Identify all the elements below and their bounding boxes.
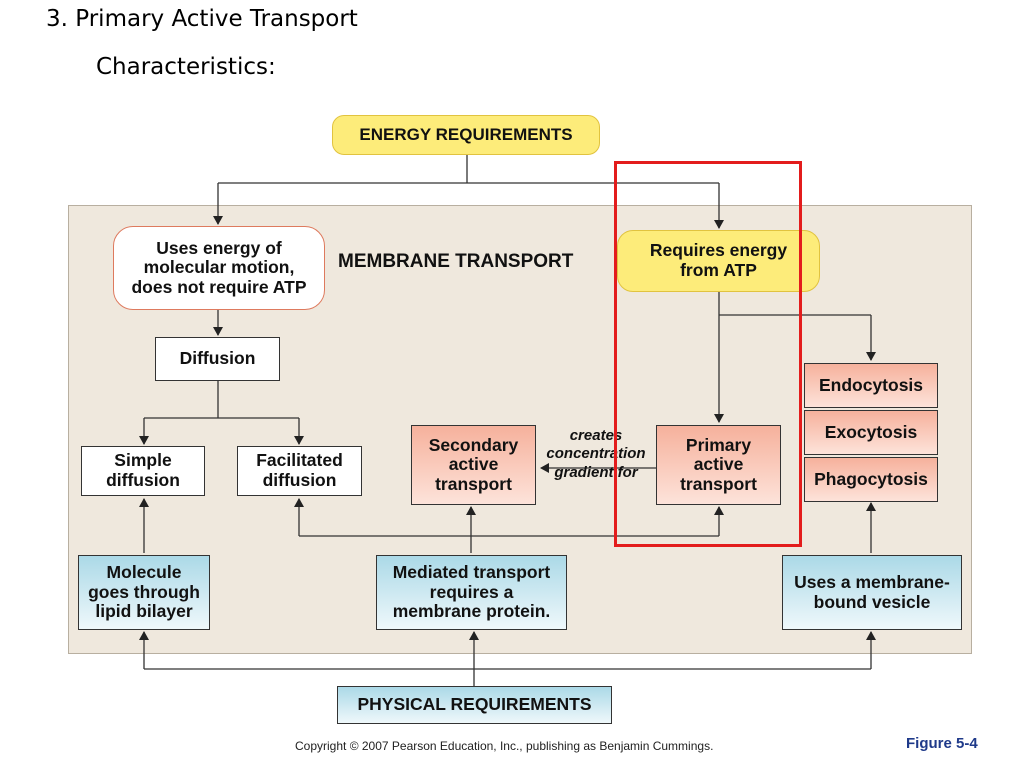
membrane-vesicle-box: Uses a membrane-bound vesicle <box>782 555 962 630</box>
copyright-text: Copyright © 2007 Pearson Education, Inc.… <box>295 739 714 753</box>
exocytosis-box: Exocytosis <box>804 410 938 455</box>
membrane-transport-label: MEMBRANE TRANSPORT <box>338 251 574 272</box>
figure-label: Figure 5-4 <box>906 735 978 752</box>
requires-atp-box: Requires energy from ATP <box>617 230 820 292</box>
molecule-lipid-bilayer-box: Molecule goes through lipid bilayer <box>78 555 210 630</box>
slide-title: 3. Primary Active Transport <box>46 6 358 32</box>
energy-requirements-box: ENERGY REQUIREMENTS <box>332 115 600 155</box>
physical-requirements-box: PHYSICAL REQUIREMENTS <box>337 686 612 724</box>
molecular-motion-box: Uses energy of molecular motion, does no… <box>113 226 325 310</box>
phagocytosis-box: Phagocytosis <box>804 457 938 502</box>
mediated-transport-box: Mediated transport requires a membrane p… <box>376 555 567 630</box>
diffusion-box: Diffusion <box>155 337 280 381</box>
primary-active-highlight <box>614 161 802 547</box>
endocytosis-box: Endocytosis <box>804 363 938 408</box>
primary-active-transport-box: Primary active transport <box>656 425 781 505</box>
secondary-active-transport-box: Secondary active transport <box>411 425 536 505</box>
facilitated-diffusion-box: Facilitated diffusion <box>237 446 362 496</box>
slide-subtitle: Characteristics: <box>96 54 276 80</box>
simple-diffusion-box: Simple diffusion <box>81 446 205 496</box>
